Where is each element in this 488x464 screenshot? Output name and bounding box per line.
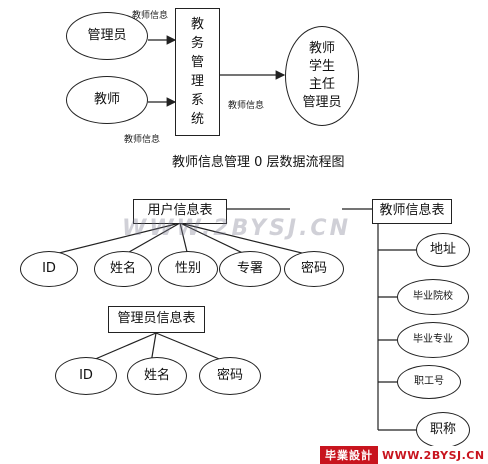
user-table-title: 用户信息表 bbox=[147, 203, 213, 219]
academic-system-process: 教 务 管 理 系 统 bbox=[175, 8, 220, 136]
role-label: 主任 bbox=[308, 77, 335, 92]
teacher-field-school: 毕业院校 bbox=[397, 279, 469, 315]
system-char: 务 bbox=[190, 36, 204, 51]
admin-source-node: 管理员 bbox=[66, 12, 148, 60]
role-label: 教师 bbox=[308, 41, 335, 56]
system-char: 系 bbox=[190, 93, 204, 108]
admin-table-box: 管理员信息表 bbox=[108, 306, 205, 333]
admin-source-label: 管理员 bbox=[87, 27, 127, 43]
user-field-dept: 专署 bbox=[219, 251, 281, 287]
watermark-text: WWW.2BYSJ.CN bbox=[122, 216, 351, 241]
teacher-source-node: 教师 bbox=[66, 76, 148, 124]
teacher-field-address: 地址 bbox=[416, 233, 470, 267]
system-char: 教 bbox=[190, 17, 204, 32]
output-roles-node: 教师 学生 主任 管理员 bbox=[285, 26, 359, 126]
admin-field-name: 姓名 bbox=[127, 357, 187, 395]
user-field-gender: 性别 bbox=[158, 251, 218, 287]
flow-label-output: 教师信息 bbox=[228, 101, 265, 111]
flow-label-bottom: 教师信息 bbox=[124, 135, 161, 145]
system-char: 理 bbox=[190, 74, 204, 89]
user-table-box: 用户信息表 bbox=[133, 199, 227, 224]
diagram-caption: 教师信息管理 0 层数据流程图 bbox=[172, 155, 345, 170]
user-field-name: 姓名 bbox=[94, 251, 152, 287]
site-logo: 毕業設計 WWW.2BYSJ.CN bbox=[320, 446, 488, 464]
user-field-id: ID bbox=[20, 251, 78, 287]
teacher-table-box: 教师信息表 bbox=[372, 199, 452, 224]
flow-label-top: 教师信息 bbox=[132, 11, 169, 21]
role-label: 学生 bbox=[308, 59, 335, 74]
user-field-password: 密码 bbox=[284, 251, 344, 287]
system-char: 统 bbox=[190, 112, 204, 127]
teacher-field-staff-id: 职工号 bbox=[397, 365, 461, 399]
admin-table-title: 管理员信息表 bbox=[117, 311, 196, 327]
teacher-field-title: 职称 bbox=[416, 412, 470, 448]
system-char: 管 bbox=[190, 55, 204, 70]
teacher-field-major: 毕业专业 bbox=[397, 322, 469, 358]
role-label: 管理员 bbox=[302, 95, 342, 110]
logo-cn-text: 毕業設計 bbox=[320, 446, 378, 464]
logo-url-text: WWW.2BYSJ.CN bbox=[382, 448, 485, 462]
admin-field-id: ID bbox=[55, 357, 117, 395]
teacher-source-label: 教师 bbox=[93, 91, 120, 107]
teacher-table-title: 教师信息表 bbox=[379, 203, 445, 219]
admin-field-password: 密码 bbox=[199, 357, 261, 395]
